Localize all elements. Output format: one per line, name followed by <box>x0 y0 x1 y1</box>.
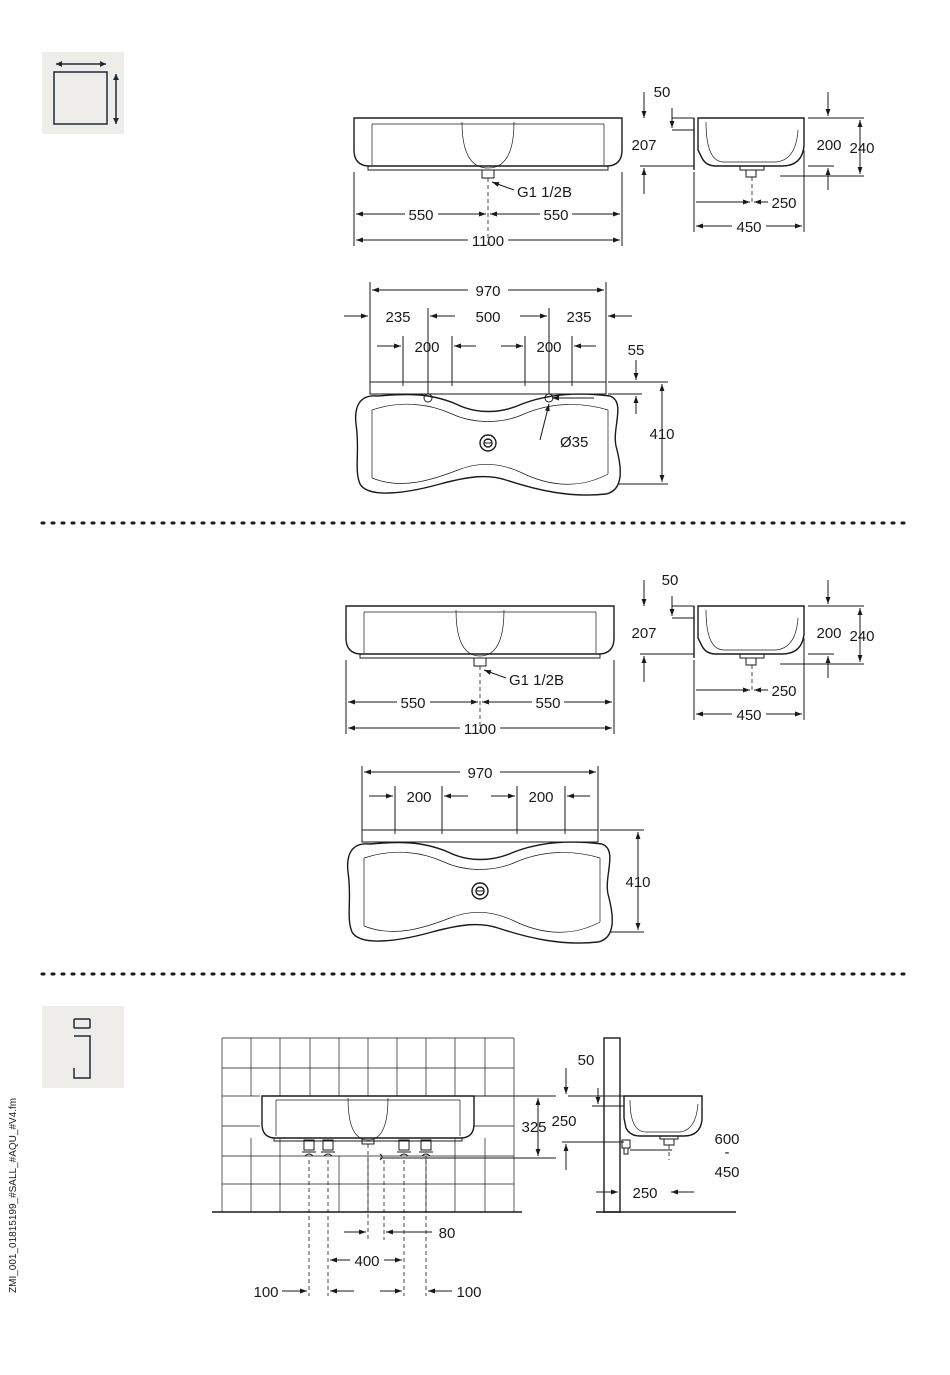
s1-front-dim-550-left: 550 <box>408 207 433 224</box>
s3-front-dim-100-right: 100 <box>456 1284 481 1301</box>
s1-hole-diameter: Ø35 <box>560 434 588 451</box>
s1-front-dim-1100: 1100 <box>472 233 504 250</box>
info-icon <box>42 1006 124 1088</box>
dimensions-icon <box>42 52 124 134</box>
s1-side-dim-240: 240 <box>849 140 874 157</box>
s2-side-view: 50 207 200 240 250 450 <box>631 572 874 724</box>
s2-side-dim-200: 200 <box>816 625 841 642</box>
s3-valves <box>302 1140 433 1156</box>
s1-side-view: 50 207 200 240 250 450 <box>631 84 874 236</box>
s3-front-dim-325: 325 <box>521 1119 546 1136</box>
s2-front-dim-1100: 1100 <box>464 721 496 738</box>
s3-front-view: 325 80 400 100 100 <box>212 1038 556 1301</box>
s1-top-view: 970 235 500 235 200 200 55 410 Ø35 <box>344 282 675 495</box>
s2-top-dim-970: 970 <box>467 765 492 782</box>
s3-side-dim-250-horizontal: 250 <box>632 1185 657 1202</box>
s1-side-dim-200: 200 <box>816 137 841 154</box>
s3-side-dim-range-dash: - <box>725 1144 730 1161</box>
s1-top-dim-200-left: 200 <box>414 339 439 356</box>
s3-tile-grid <box>222 1038 514 1212</box>
s2-side-dim-50: 50 <box>662 572 679 589</box>
s2-side-dim-450: 450 <box>736 707 761 724</box>
s2-side-dim-207: 207 <box>631 625 656 642</box>
s1-side-dim-50: 50 <box>654 84 671 101</box>
s1-side-dim-250: 250 <box>771 195 796 212</box>
s1-top-dim-235-right: 235 <box>566 309 591 326</box>
s1-top-dim-235-left: 235 <box>385 309 410 326</box>
s3-side-dim-450: 450 <box>714 1164 739 1181</box>
s2-front-dim-550-left: 550 <box>400 695 425 712</box>
s1-top-dim-55: 55 <box>628 342 645 359</box>
s2-top-dim-200-right: 200 <box>528 789 553 806</box>
s1-front-dim-550-right: 550 <box>543 207 568 224</box>
s2-side-dim-240: 240 <box>849 628 874 645</box>
s2-front-view: 550 550 1100 G1 1/2B <box>346 606 614 738</box>
s2-top-dim-200-left: 200 <box>406 789 431 806</box>
s2-top-view: 970 200 200 410 <box>348 765 651 943</box>
s2-top-dim-410: 410 <box>625 874 650 891</box>
s1-front-view: 550 550 1100 G1 1/2B <box>354 118 622 250</box>
s2-side-dim-250: 250 <box>771 683 796 700</box>
file-name-label: ZMI_001_01815199_#SALL_#AQU_#V4.fm <box>8 1098 19 1293</box>
s1-top-dim-970: 970 <box>475 283 500 300</box>
s1-side-dim-207: 207 <box>631 137 656 154</box>
s1-top-dim-200-right: 200 <box>536 339 561 356</box>
s2-drain-label: G1 1/2B <box>509 672 564 689</box>
s3-front-dim-100-left: 100 <box>253 1284 278 1301</box>
s1-top-dim-410: 410 <box>649 426 674 443</box>
s3-front-dim-400: 400 <box>354 1253 379 1270</box>
s3-side-dim-50: 50 <box>578 1052 595 1069</box>
s1-side-dim-450: 450 <box>736 219 761 236</box>
s3-front-dim-80: 80 <box>439 1225 456 1242</box>
s2-front-dim-550-right: 550 <box>535 695 560 712</box>
s1-drain-label: G1 1/2B <box>517 184 572 201</box>
s3-side-dim-250-vertical: 250 <box>551 1113 576 1130</box>
s1-top-dim-500: 500 <box>475 309 500 326</box>
s3-side-view: 50 250 600 - 450 250 <box>551 1038 739 1212</box>
